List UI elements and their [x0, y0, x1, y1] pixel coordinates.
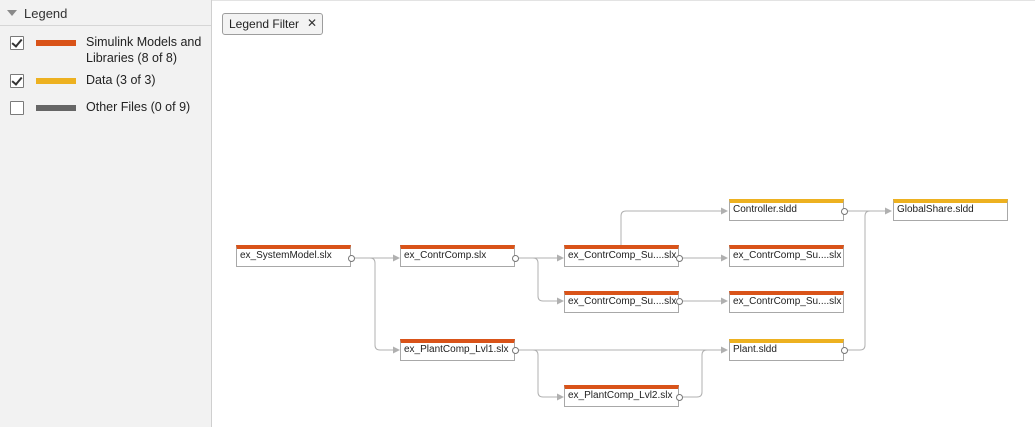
graph-node-contr-comp-sub2[interactable]: ex_ContrComp_Su....slx: [564, 291, 679, 313]
node-port-icon[interactable]: [676, 394, 683, 401]
graph-node-plant-lvl1[interactable]: ex_PlantComp_Lvl1.slx: [400, 339, 515, 361]
node-port-icon[interactable]: [676, 255, 683, 262]
legend-label-other: Other Files (0 of 9): [86, 100, 191, 114]
graph-node-system-model[interactable]: ex_SystemModel.slx: [236, 245, 351, 267]
graph-node-contr-comp-sub3[interactable]: ex_ContrComp_Su....slx: [729, 245, 844, 267]
graph-node-contr-comp-sub1[interactable]: ex_ContrComp_Su....slx: [564, 245, 679, 267]
node-port-icon[interactable]: [841, 208, 848, 215]
model-swatch-icon: [36, 40, 76, 46]
node-port-icon[interactable]: [512, 255, 519, 262]
node-port-icon[interactable]: [676, 298, 683, 305]
collapse-triangle-icon[interactable]: [7, 10, 17, 16]
data-swatch-icon: [36, 78, 76, 84]
graph-node-contr-comp[interactable]: ex_ContrComp.slx: [400, 245, 515, 267]
legend-label-data: Data (3 of 3): [86, 73, 156, 87]
graph-node-plant-lvl2[interactable]: ex_PlantComp_Lvl2.slx: [564, 385, 679, 407]
graph-node-plant-sldd[interactable]: Plant.sldd: [729, 339, 844, 361]
legend-item-other[interactable]: Other Files (0 of 9): [0, 97, 211, 129]
legend-filter-chip[interactable]: Legend Filter ✕: [222, 13, 323, 35]
node-port-icon[interactable]: [348, 255, 355, 262]
canvas-top-border: [212, 0, 1035, 1]
legend-panel: Legend Simulink Models and Libraries (8 …: [0, 0, 212, 427]
legend-filter-label: Legend Filter: [229, 17, 300, 31]
graph-node-contr-comp-sub4[interactable]: ex_ContrComp_Su....slx: [729, 291, 844, 313]
legend-title: Legend: [24, 6, 68, 21]
legend-label-models: Simulink Models and Libraries (8 of 8): [86, 35, 202, 65]
graph-node-global-share[interactable]: GlobalShare.sldd: [893, 199, 1008, 221]
legend-checkbox-other[interactable]: [10, 101, 24, 115]
graph-node-controller-sldd[interactable]: Controller.sldd: [729, 199, 844, 221]
legend-item-models[interactable]: Simulink Models and Libraries (8 of 8): [0, 32, 211, 65]
node-port-icon[interactable]: [841, 347, 848, 354]
close-icon[interactable]: ✕: [307, 16, 318, 30]
node-port-icon[interactable]: [512, 347, 519, 354]
legend-checkbox-data[interactable]: [10, 74, 24, 88]
legend-item-data[interactable]: Data (3 of 3): [0, 70, 211, 102]
legend-checkbox-models[interactable]: [10, 36, 24, 50]
other-swatch-icon: [36, 105, 76, 111]
legend-header[interactable]: Legend: [0, 0, 211, 26]
